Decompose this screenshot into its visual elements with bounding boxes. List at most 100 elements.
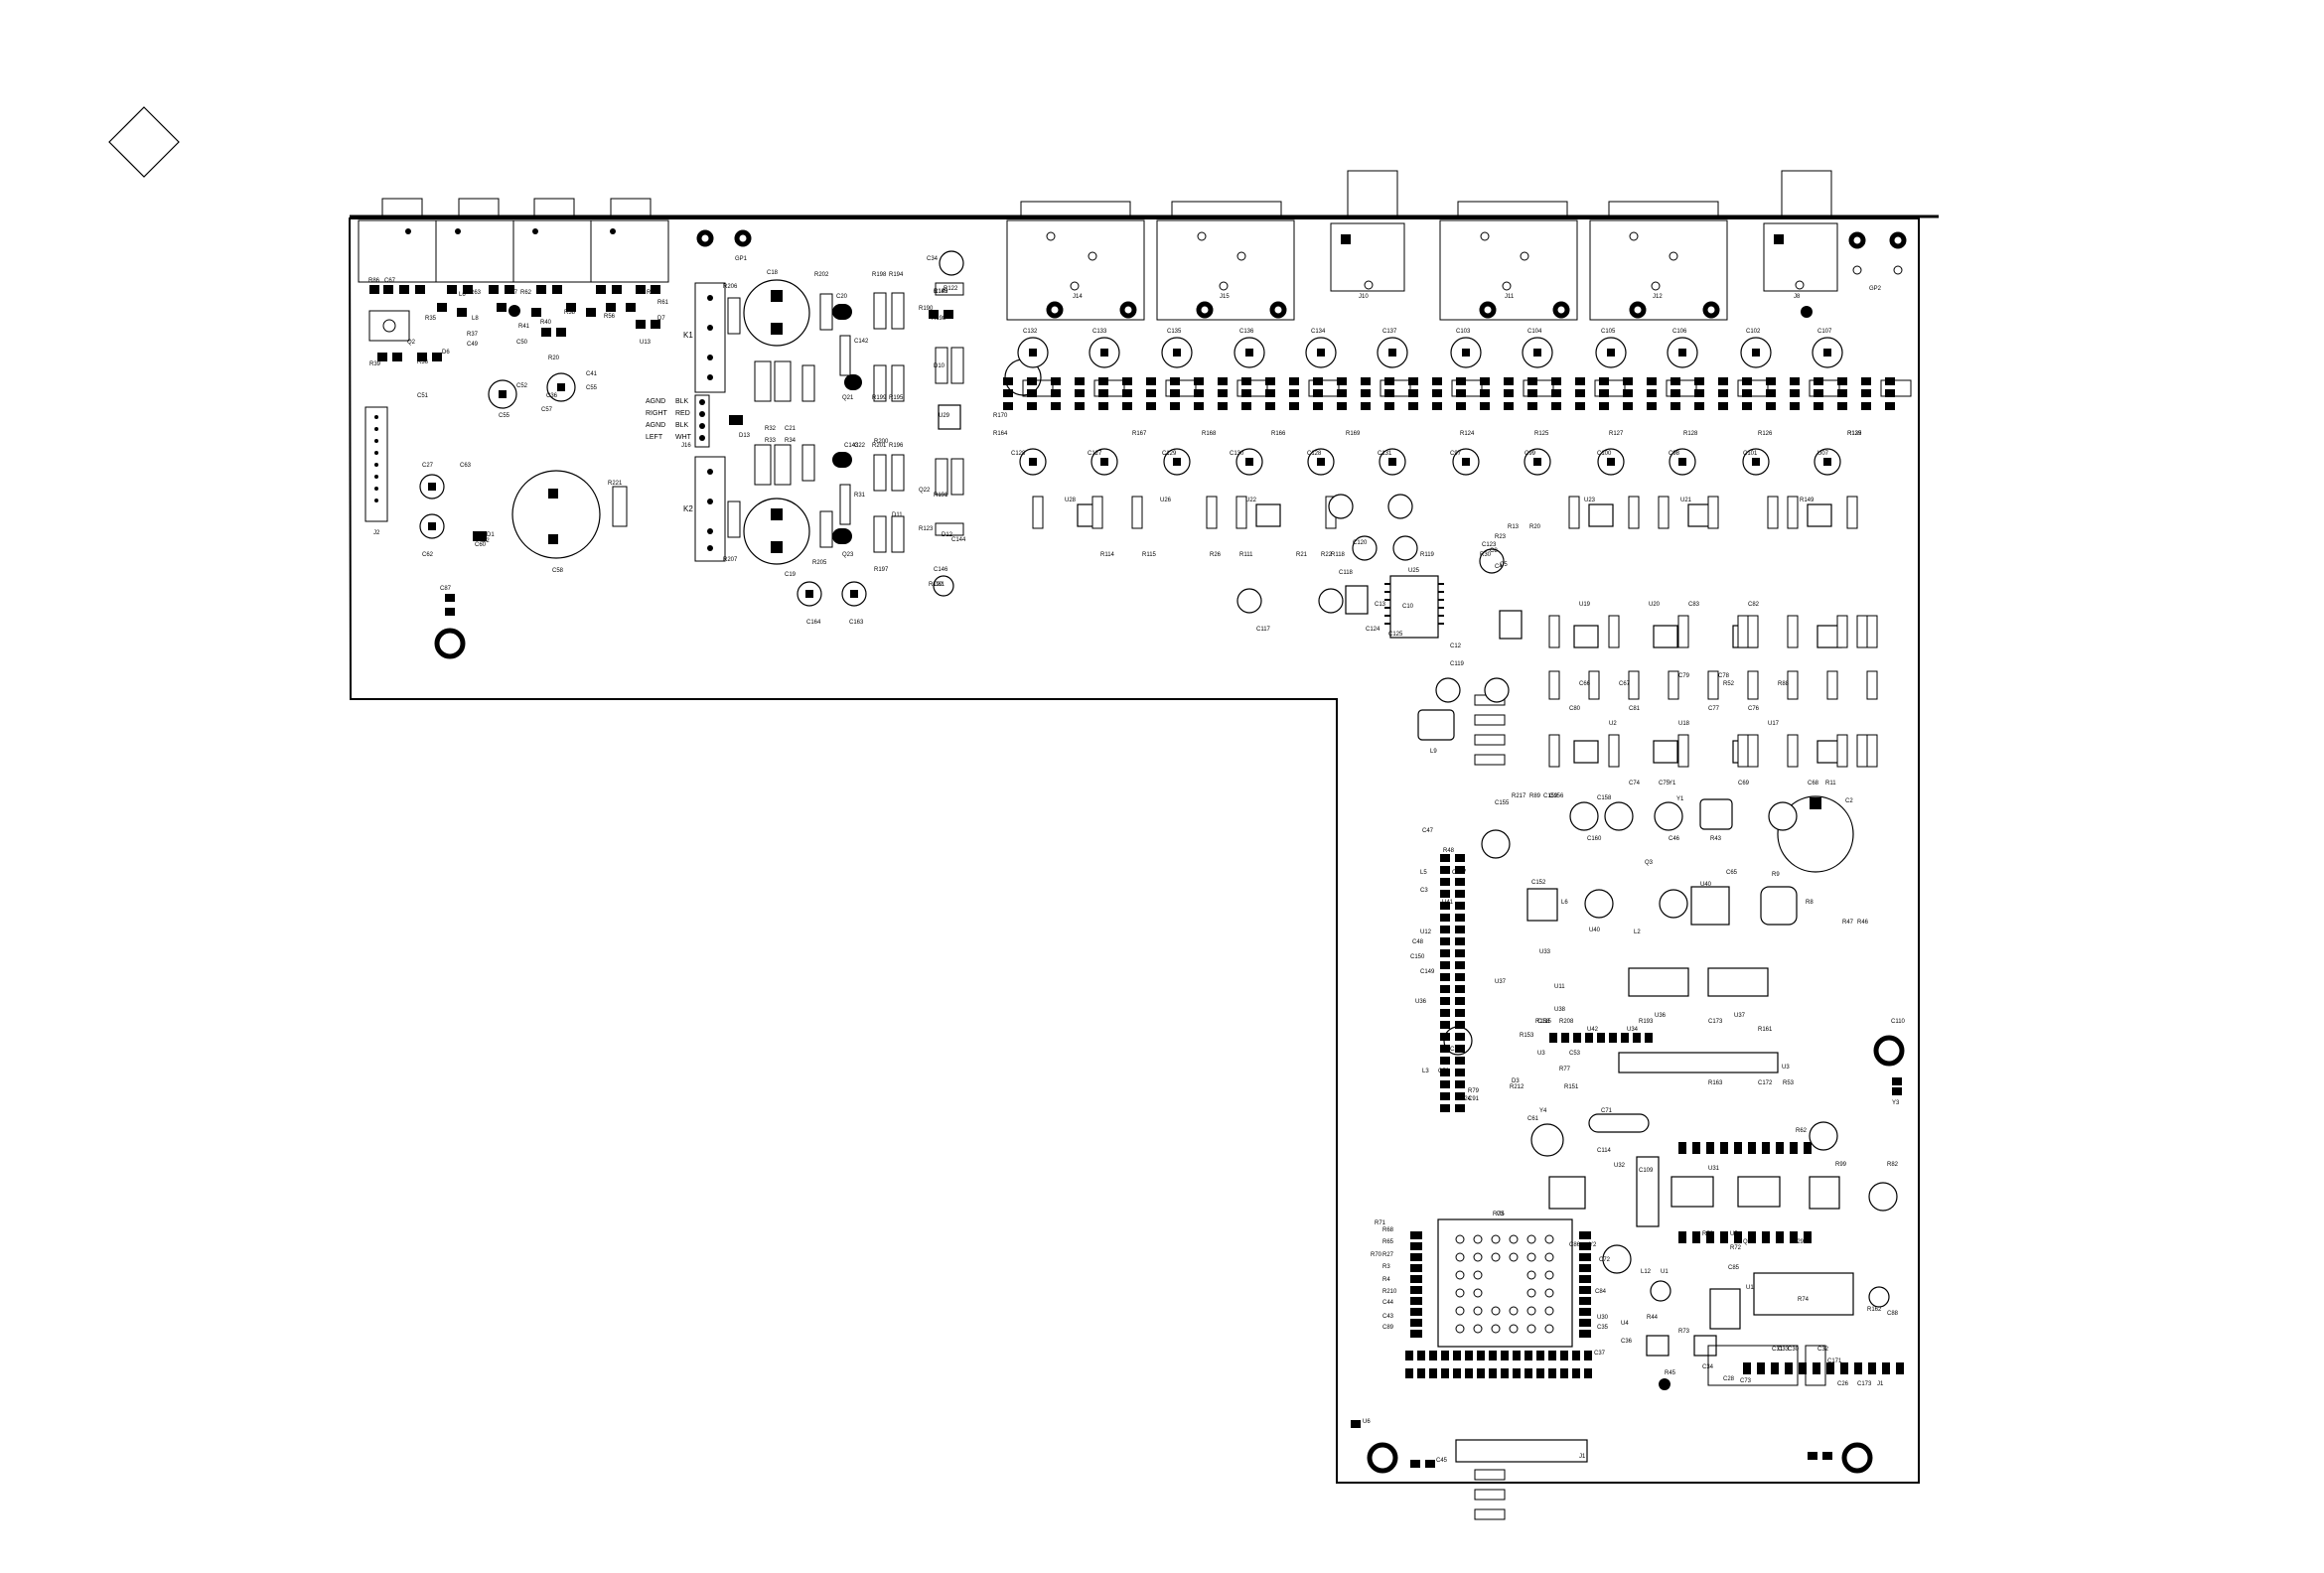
svg-text:R13: R13 bbox=[1508, 524, 1520, 530]
svg-text:C73: C73 bbox=[1740, 1378, 1752, 1384]
svg-text:R163: R163 bbox=[1708, 1080, 1723, 1086]
svg-text:R217: R217 bbox=[1512, 793, 1526, 799]
svg-text:C127: C127 bbox=[1088, 451, 1102, 457]
svg-text:C52: C52 bbox=[516, 383, 528, 389]
relay-k2 bbox=[694, 456, 726, 562]
svg-text:L12: L12 bbox=[1641, 1269, 1652, 1275]
svg-text:C33: C33 bbox=[1778, 1347, 1790, 1353]
svg-text:R79: R79 bbox=[1702, 1231, 1714, 1237]
svg-text:D7: D7 bbox=[657, 316, 665, 322]
svg-text:WHT: WHT bbox=[675, 434, 692, 441]
relay-u13 bbox=[368, 310, 410, 342]
svg-text:D8: D8 bbox=[401, 286, 409, 292]
svg-text:C55: C55 bbox=[499, 413, 510, 419]
svg-text:C173: C173 bbox=[1857, 1381, 1872, 1387]
svg-text:Y2: Y2 bbox=[1589, 1242, 1597, 1248]
svg-text:R115: R115 bbox=[1142, 552, 1157, 558]
svg-text:C155: C155 bbox=[1495, 800, 1510, 806]
svg-text:C12: C12 bbox=[1450, 644, 1462, 649]
svg-text:J12: J12 bbox=[1653, 294, 1663, 300]
svg-text:R128: R128 bbox=[1683, 431, 1698, 437]
svg-text:C102: C102 bbox=[1746, 329, 1761, 335]
svg-text:R210: R210 bbox=[1382, 1289, 1397, 1295]
svg-text:R127: R127 bbox=[1609, 431, 1624, 437]
svg-text:R72: R72 bbox=[1730, 1245, 1742, 1251]
svg-text:L8: L8 bbox=[472, 316, 479, 322]
svg-text:R9: R9 bbox=[1772, 872, 1780, 878]
svg-text:C125: C125 bbox=[1388, 632, 1403, 638]
smd-pad-row-top bbox=[369, 285, 660, 361]
svg-text:R118: R118 bbox=[1331, 552, 1346, 558]
svg-text:U1: U1 bbox=[1661, 1269, 1669, 1275]
svg-text:R62: R62 bbox=[520, 290, 532, 296]
svg-text:C67: C67 bbox=[384, 278, 396, 284]
svg-text:R4: R4 bbox=[1382, 1277, 1390, 1283]
svg-text:R125: R125 bbox=[1534, 431, 1549, 437]
plcc-pin-grid bbox=[1455, 1234, 1554, 1334]
capacitor-row-2 bbox=[1019, 448, 1841, 476]
capacitor-c19 bbox=[743, 498, 810, 565]
svg-text:Q21: Q21 bbox=[842, 395, 854, 401]
audio-legend: AGND BLK RIGHT RED AGND BLK LEFT WHT bbox=[646, 398, 692, 441]
via-black-bottom bbox=[1659, 1378, 1670, 1390]
svg-text:R79: R79 bbox=[1468, 1088, 1480, 1094]
connector-j1 bbox=[1455, 1439, 1588, 1463]
svg-text:C47: C47 bbox=[1422, 828, 1434, 834]
svg-text:C81: C81 bbox=[1629, 706, 1641, 712]
svg-text:R20: R20 bbox=[548, 356, 560, 361]
svg-text:C44: C44 bbox=[1382, 1300, 1394, 1306]
svg-text:R89: R89 bbox=[1529, 793, 1541, 799]
svg-text:C77: C77 bbox=[1708, 706, 1720, 712]
svg-text:C76: C76 bbox=[1748, 706, 1760, 712]
svg-text:C164: C164 bbox=[806, 620, 821, 626]
svg-text:R73: R73 bbox=[1678, 1329, 1690, 1335]
svg-text:U23: U23 bbox=[1584, 498, 1596, 503]
svg-text:U12: U12 bbox=[1420, 930, 1432, 935]
svg-text:C70: C70 bbox=[1438, 1069, 1450, 1074]
svg-text:R56: R56 bbox=[604, 314, 616, 320]
svg-text:C68: C68 bbox=[1808, 781, 1819, 786]
rca-jack-bumps bbox=[381, 170, 1832, 217]
svg-text:L6: L6 bbox=[1561, 900, 1568, 906]
svg-text:J8: J8 bbox=[1794, 294, 1801, 300]
svg-text:R153: R153 bbox=[1520, 1033, 1534, 1039]
svg-text:R162: R162 bbox=[1867, 1307, 1882, 1313]
connector-u3 bbox=[1618, 1052, 1779, 1073]
svg-text:RIGHT: RIGHT bbox=[646, 410, 668, 417]
orientation-diamond-marker bbox=[108, 106, 180, 178]
svg-text:R46: R46 bbox=[1857, 920, 1869, 926]
svg-text:R39: R39 bbox=[369, 361, 381, 367]
svg-text:C51: C51 bbox=[417, 393, 429, 399]
svg-text:C124: C124 bbox=[1366, 627, 1380, 633]
svg-text:C69: C69 bbox=[1738, 781, 1750, 786]
svg-text:U38: U38 bbox=[1554, 1007, 1566, 1013]
svg-text:R164: R164 bbox=[993, 431, 1008, 437]
svg-text:R151: R151 bbox=[1564, 1084, 1579, 1090]
svg-text:U21: U21 bbox=[1680, 498, 1692, 503]
svg-text:R8: R8 bbox=[1806, 900, 1814, 906]
svg-text:C137: C137 bbox=[1382, 329, 1397, 335]
svg-text:C133: C133 bbox=[1092, 329, 1107, 335]
svg-text:C87: C87 bbox=[440, 586, 452, 592]
svg-text:C105: C105 bbox=[1601, 329, 1616, 335]
svg-text:R36: R36 bbox=[417, 359, 429, 365]
svg-text:R161: R161 bbox=[1758, 1027, 1773, 1033]
svg-text:C81: C81 bbox=[934, 582, 945, 588]
svg-text:C13: C13 bbox=[1375, 602, 1386, 608]
svg-text:C144: C144 bbox=[951, 537, 966, 543]
svg-text:R22: R22 bbox=[1321, 552, 1333, 558]
svg-text:R31: R31 bbox=[854, 493, 866, 499]
svg-text:R198: R198 bbox=[872, 272, 887, 278]
svg-text:C107: C107 bbox=[1817, 329, 1832, 335]
svg-text:C129: C129 bbox=[1162, 451, 1177, 457]
svg-text:C84: C84 bbox=[1595, 1289, 1607, 1295]
svg-text:R129: R129 bbox=[1847, 431, 1862, 437]
svg-text:R61: R61 bbox=[657, 300, 669, 306]
svg-text:C115: C115 bbox=[1537, 1019, 1552, 1025]
smd-pads-lower bbox=[1351, 854, 1904, 1468]
svg-text:C28: C28 bbox=[1723, 1376, 1735, 1382]
ic-u37 bbox=[1707, 967, 1769, 997]
svg-text:R52: R52 bbox=[1723, 681, 1735, 687]
